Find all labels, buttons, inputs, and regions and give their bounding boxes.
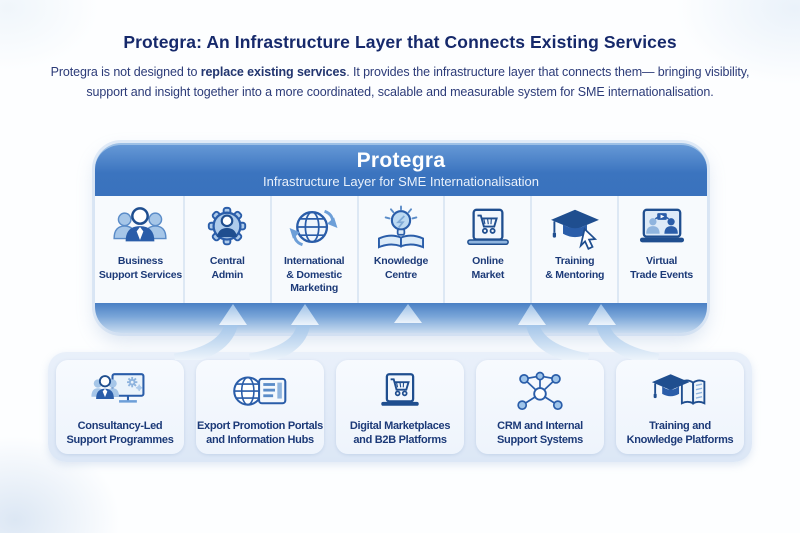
up-arrow-icon — [518, 304, 590, 360]
service-label: Online Market — [471, 255, 505, 281]
globe-arrows-icon — [283, 203, 345, 253]
crm-network-icon — [510, 368, 570, 416]
existing-service-card-training-platforms: Training and Knowledge Platforms — [616, 360, 744, 454]
graduation-cap-book-icon — [650, 368, 710, 416]
lightbulb-book-icon — [370, 203, 432, 253]
consultancy-team-monitor-icon — [90, 368, 150, 416]
up-arrow-icon — [394, 304, 422, 358]
intro-lead: Protegra is not designed to — [50, 65, 201, 79]
service-label: Virtual Trade Events — [630, 255, 694, 281]
intro-rest: . It provides the infrastructure layer t… — [86, 65, 750, 99]
service-card-knowledge-centre: Knowledge Centre — [359, 196, 446, 303]
marketplace-cart-icon — [370, 368, 430, 416]
existing-service-card-consultancy: Consultancy-Led Support Programmes — [56, 360, 184, 454]
existing-service-card-export-portals: Export Promotion Portals and Information… — [196, 360, 324, 454]
admin-gear-icon — [196, 203, 258, 253]
up-arrow-icon — [173, 304, 247, 360]
platform-name: Protegra — [356, 149, 446, 172]
up-arrow-icon — [588, 304, 660, 360]
platform-services-row: Business Support Services — [95, 196, 707, 303]
virtual-meeting-icon — [631, 203, 693, 253]
team-icon — [109, 203, 171, 253]
existing-service-card-crm: CRM and Internal Support Systems — [476, 360, 604, 454]
service-label: Training & Mentoring — [545, 255, 605, 281]
existing-services-panel: Consultancy-Led Support Programmes Expor… — [48, 352, 752, 462]
laptop-cart-icon — [457, 203, 519, 253]
service-card-virtual-trade-events: Virtual Trade Events — [619, 196, 704, 303]
existing-service-label: Training and Knowledge Platforms — [626, 420, 734, 447]
page-title: Protegra: An Infrastructure Layer that C… — [123, 32, 677, 52]
service-label: Business Support Services — [98, 255, 183, 281]
intro-text: Protegra is not designed to replace exis… — [50, 62, 750, 102]
up-arrow-icon — [248, 304, 319, 360]
service-card-business-support-services: Business Support Services — [98, 196, 185, 303]
service-label: Central Admin — [209, 255, 245, 281]
service-card-international-domestic-marketing: International & Domestic Marketing — [272, 196, 359, 303]
platform-subtitle: Infrastructure Layer for SME Internation… — [262, 174, 540, 189]
intro-emphasis: replace existing services — [200, 65, 347, 79]
existing-service-label: Digital Marketplaces and B2B Platforms — [349, 420, 451, 447]
existing-service-label: CRM and Internal Support Systems — [497, 420, 583, 447]
globe-portal-icon — [230, 368, 290, 416]
existing-service-card-digital-marketplaces: Digital Marketplaces and B2B Platforms — [336, 360, 464, 454]
platform-header: Protegra Infrastructure Layer for SME In… — [95, 143, 707, 196]
service-card-training-mentoring: Training & Mentoring — [532, 196, 620, 303]
service-card-central-admin: Central Admin — [185, 196, 272, 303]
existing-service-label: Export Promotion Portals and Information… — [196, 420, 324, 447]
flow-arrows — [173, 304, 660, 360]
service-card-online-market: Online Market — [445, 196, 533, 303]
existing-service-label: Consultancy-Led Support Programmes — [66, 420, 174, 447]
service-label: Knowledge Centre — [373, 255, 429, 281]
graduation-cap-cursor-icon — [544, 203, 606, 253]
service-label: International & Domestic Marketing — [283, 255, 345, 295]
